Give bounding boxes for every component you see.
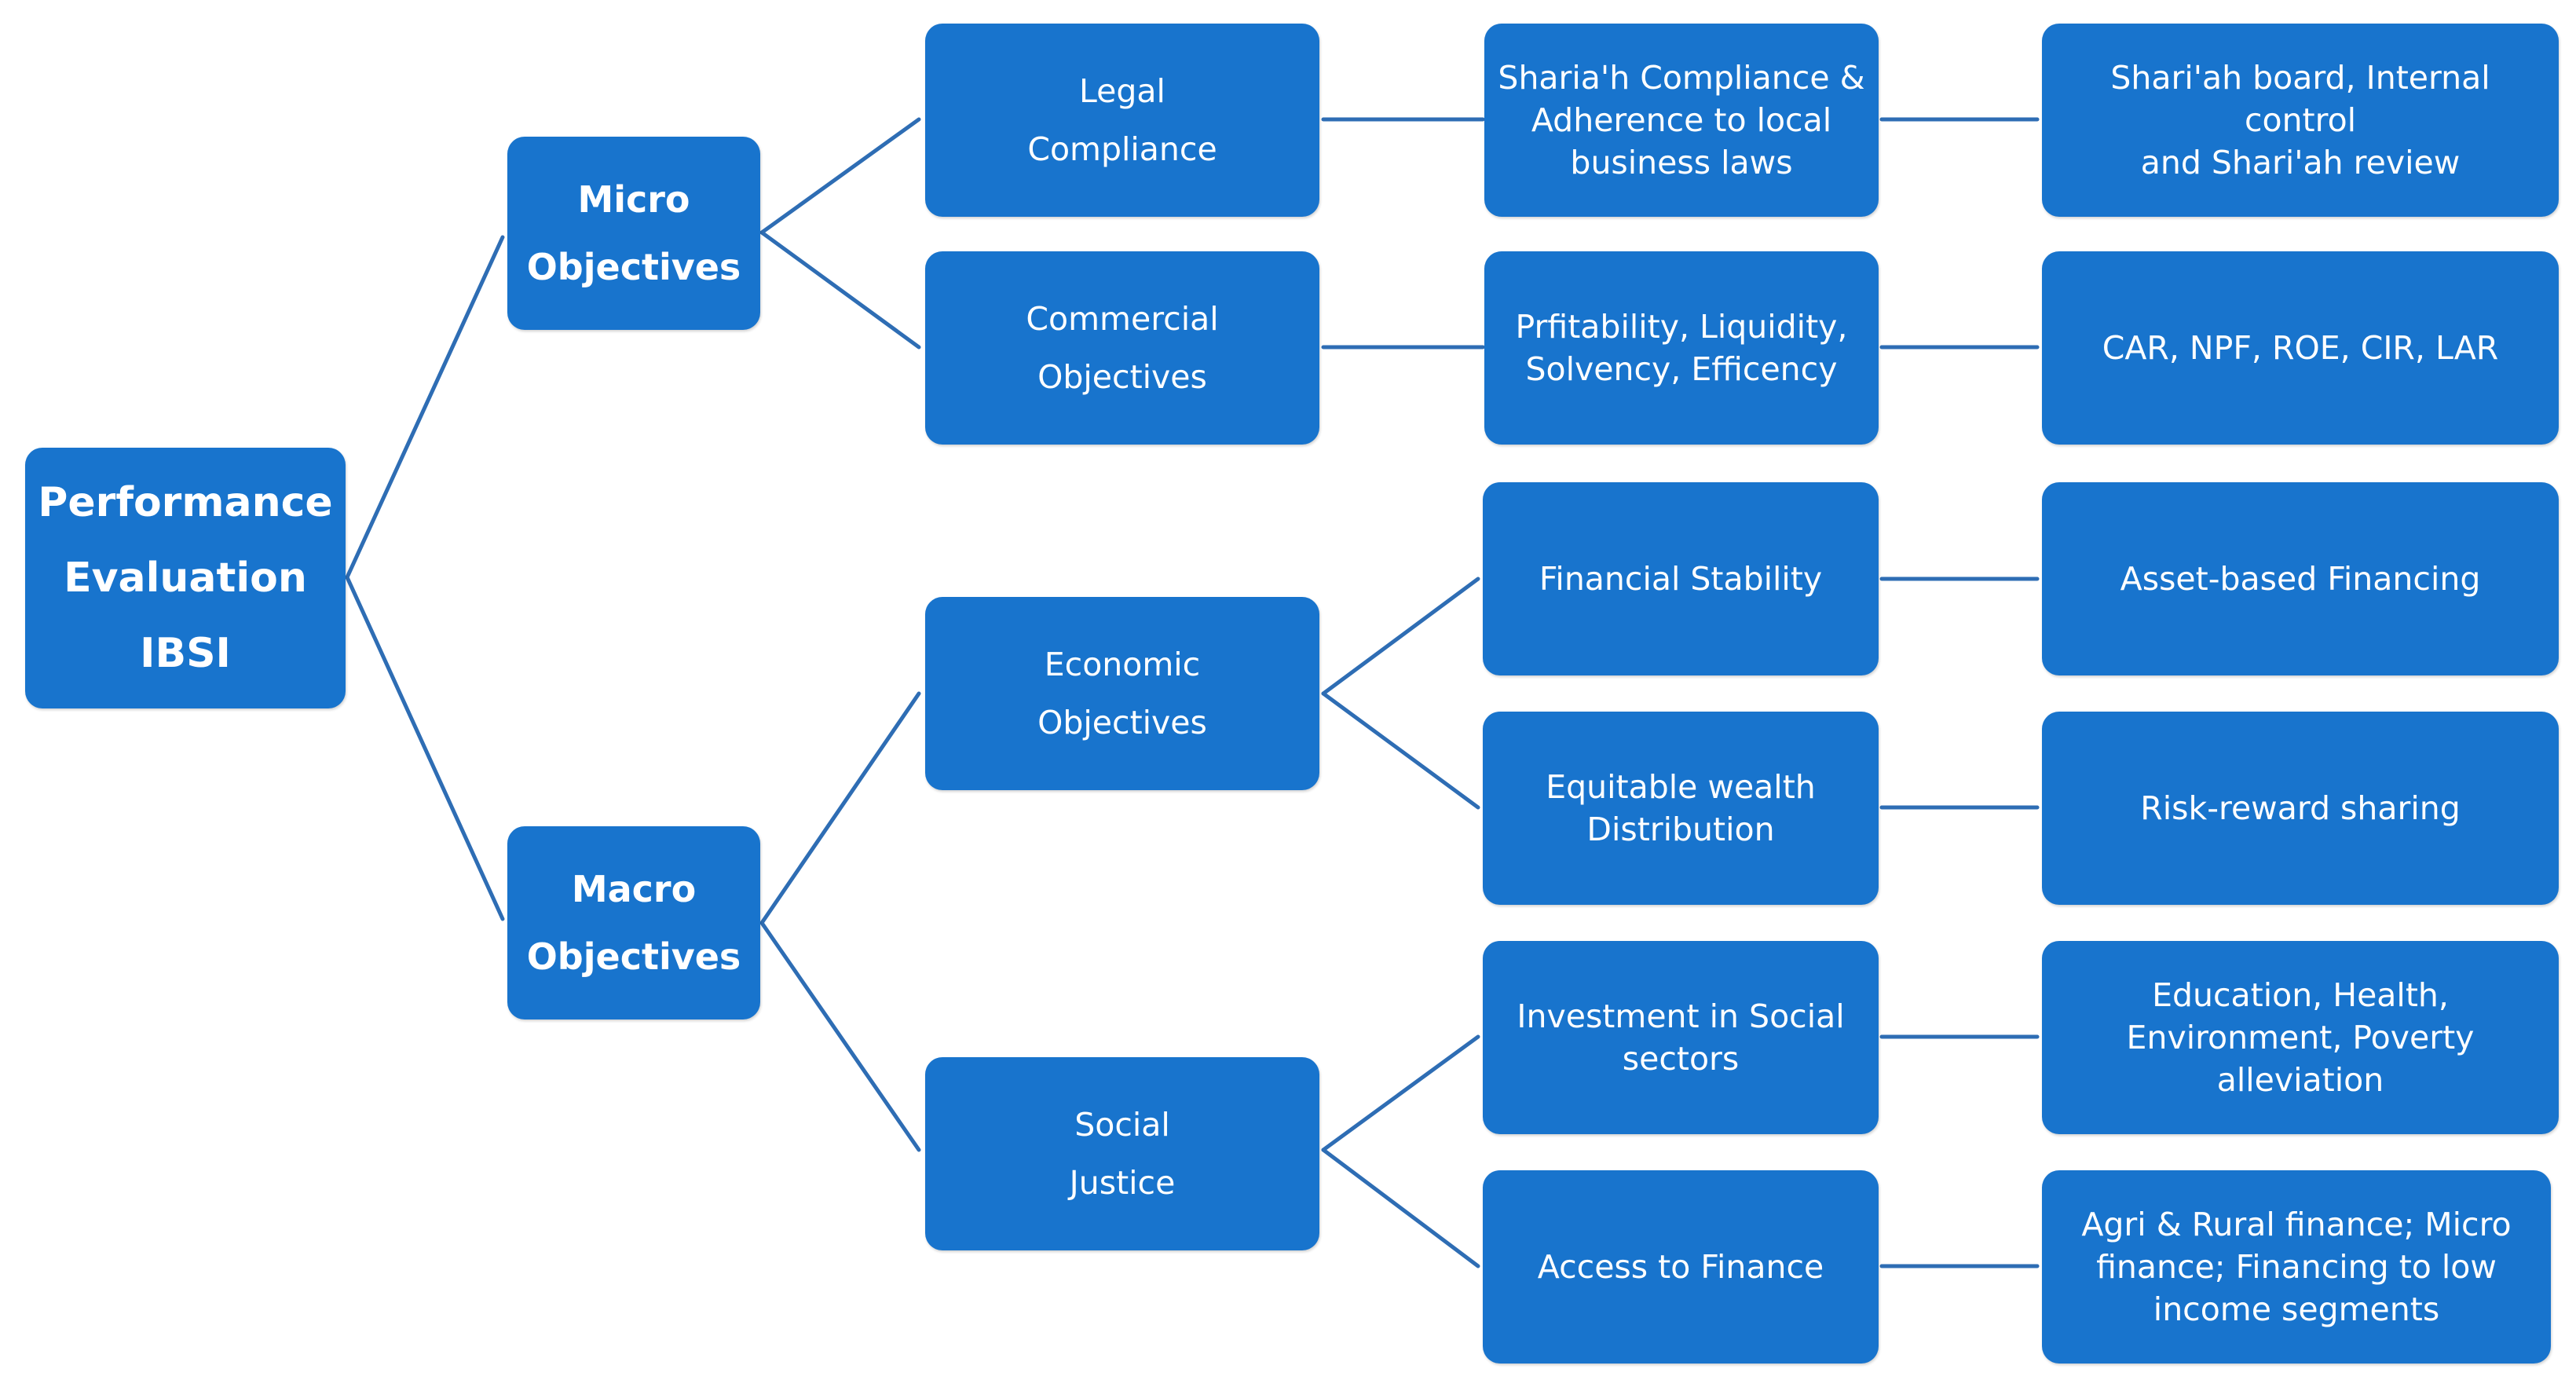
sharia-compliance-line-3: business laws <box>1570 144 1793 181</box>
social-sectors-box: Education, Health, Environment, Poverty … <box>2042 941 2559 1134</box>
shariah-board-line-2: and Shari'ah review <box>2140 144 2461 181</box>
social-sectors-line-2: Environment, Poverty <box>2126 1019 2475 1056</box>
micro-objectives-box: Micro Objectives <box>507 137 760 330</box>
profitability-line-1: Prfitability, Liquidity, <box>1515 308 1848 346</box>
rural-micro-finance-line-1: Agri & Rural finance; Micro <box>2081 1206 2512 1243</box>
legal-line-1: Legal <box>1079 72 1165 110</box>
connector-macro-economic <box>759 691 921 925</box>
macro-line-1: Macro <box>571 868 697 910</box>
connector-economic-stability <box>1321 577 1480 696</box>
ratios-line-1: CAR, NPF, ROE, CIR, LAR <box>2102 329 2499 367</box>
social-justice-box: Social Justice <box>925 1057 1319 1250</box>
micro-line-1: Micro <box>577 178 690 221</box>
rural-micro-finance-box: Agri & Rural finance; Micro finance; Fin… <box>2042 1170 2551 1364</box>
root-line-3: IBSI <box>140 630 231 677</box>
connector-economic-wealth <box>1321 691 1480 810</box>
connector-micro-commercial <box>759 230 921 350</box>
equitable-wealth-line-1: Equitable wealth <box>1546 768 1816 806</box>
profitability-box: Prfitability, Liquidity, Solvency, Effic… <box>1484 251 1879 445</box>
connector-root-macro <box>345 575 505 921</box>
sharia-compliance-line-1: Sharia'h Compliance & <box>1498 59 1865 97</box>
legal-compliance-box: Legal Compliance <box>925 24 1319 217</box>
commercial-line-1: Commercial <box>1026 300 1219 338</box>
ratios-box: CAR, NPF, ROE, CIR, LAR <box>2042 251 2559 445</box>
sharia-compliance-box: Sharia'h Compliance & Adherence to local… <box>1484 24 1879 217</box>
social-line-1: Social <box>1074 1106 1170 1144</box>
rural-micro-finance-line-2: finance; Financing to low <box>2096 1248 2497 1286</box>
social-investment-line-1: Investment in Social <box>1517 997 1845 1035</box>
equitable-wealth-box: Equitable wealth Distribution <box>1483 712 1879 905</box>
shariah-board-box: Shari'ah board, Internal control and Sha… <box>2042 24 2559 217</box>
social-sectors-line-3: alleviation <box>2216 1061 2384 1099</box>
social-investment-box: Investment in Social sectors <box>1483 941 1879 1134</box>
macro-objectives-box: Macro Objectives <box>507 826 760 1019</box>
economic-line-1: Economic <box>1044 646 1201 683</box>
risk-reward-sharing-line-1: Risk-reward sharing <box>2140 789 2461 827</box>
equitable-wealth-line-2: Distribution <box>1586 811 1775 848</box>
social-investment-line-2: sectors <box>1622 1040 1740 1078</box>
commercial-line-2: Objectives <box>1037 358 1207 396</box>
micro-line-2: Objectives <box>526 246 741 288</box>
financial-stability-line-1: Financial Stability <box>1539 560 1823 598</box>
social-sectors-line-1: Education, Health, <box>2152 976 2449 1014</box>
root-line-1: Performance <box>38 479 333 526</box>
connector-micro-legal <box>759 117 921 235</box>
connector-root-micro <box>345 235 505 580</box>
connector-social-investment <box>1321 1034 1480 1152</box>
financial-stability-box: Financial Stability <box>1483 482 1879 675</box>
risk-reward-sharing-box: Risk-reward sharing <box>2042 712 2559 905</box>
root-line-2: Evaluation <box>64 555 307 602</box>
legal-line-2: Compliance <box>1027 130 1217 168</box>
sharia-compliance-line-2: Adherence to local <box>1531 101 1832 139</box>
profitability-line-2: Solvency, Efficency <box>1525 350 1838 388</box>
access-to-finance-line-1: Access to Finance <box>1537 1248 1824 1286</box>
shariah-board-line-1: Shari'ah board, Internal control <box>2110 59 2490 139</box>
economic-line-2: Objectives <box>1037 704 1207 741</box>
asset-based-financing-box: Asset-based Financing <box>2042 482 2559 675</box>
access-to-finance-box: Access to Finance <box>1483 1170 1879 1364</box>
rural-micro-finance-line-3: income segments <box>2153 1290 2440 1328</box>
social-line-2: Justice <box>1069 1164 1176 1202</box>
connector-macro-social <box>759 921 921 1152</box>
asset-based-financing-line-1: Asset-based Financing <box>2120 560 2481 598</box>
root-performance-evaluation-box: Performance Evaluation IBSI <box>25 448 346 708</box>
macro-line-2: Objectives <box>526 935 741 978</box>
connector-social-access <box>1321 1148 1480 1268</box>
economic-objectives-box: Economic Objectives <box>925 597 1319 790</box>
commercial-objectives-box: Commercial Objectives <box>925 251 1319 445</box>
